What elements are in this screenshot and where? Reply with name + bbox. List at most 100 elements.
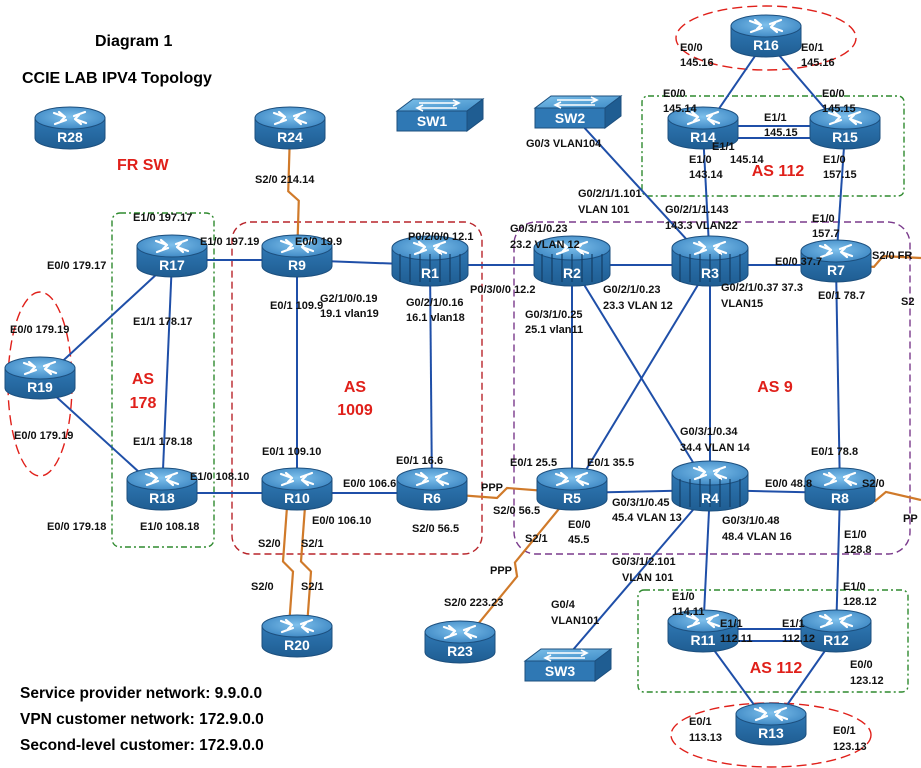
- router-r6-icon[interactable]: R6: [396, 467, 468, 511]
- router-r12-icon[interactable]: R12: [800, 609, 872, 653]
- router-arrows-icon: [442, 624, 478, 640]
- router-r17-icon[interactable]: R17: [136, 234, 208, 278]
- interface-label-r4-g48a: G0/3/1/0.48: [722, 515, 780, 527]
- interface-label-r6-e00: E0/0 106.6: [343, 478, 396, 490]
- interface-label-r2-g03a: G0/3/1/0.23: [510, 223, 568, 235]
- link-r10-r20-b: [281, 492, 295, 641]
- r16-ellipse: [675, 5, 857, 71]
- router-r9-icon[interactable]: R9: [261, 234, 333, 278]
- link-r1-r6: [429, 264, 433, 494]
- router-r10-icon[interactable]: R10: [261, 467, 333, 511]
- interface-label-r12-e10b: 128.12: [843, 596, 877, 608]
- router-arrows-icon: [272, 110, 308, 126]
- interface-label-r14-e00b: 145.14: [663, 103, 698, 115]
- router-r1-icon[interactable]: R1: [391, 235, 469, 287]
- interface-label-r8-pp: PP: [903, 513, 918, 525]
- router-r15-icon[interactable]: R15: [809, 106, 881, 150]
- router-r20-icon[interactable]: R20: [261, 614, 333, 658]
- interface-label-r13-e01a: E0/1: [833, 725, 856, 737]
- device-label-r7: R7: [827, 262, 845, 278]
- router-r24-icon[interactable]: R24: [254, 106, 326, 150]
- as112-bottom-zone: [637, 589, 909, 693]
- interface-label-ppp2: PPP: [490, 565, 512, 577]
- interface-label-r8-e10a: E1/0: [844, 529, 867, 541]
- router-r14-icon[interactable]: R14: [667, 106, 739, 150]
- router-arrows-icon: [154, 238, 190, 254]
- interface-label-r12-e00a: E0/0: [850, 659, 873, 671]
- router-arrows-icon: [692, 465, 728, 481]
- router-r16-icon[interactable]: R16: [730, 14, 802, 58]
- interface-label-r9-e01: E0/1 109.9: [270, 300, 323, 312]
- interface-label-r4-g45a: G0/3/1/0.45: [612, 497, 670, 509]
- router-r5-icon[interactable]: R5: [536, 467, 608, 511]
- interface-label-r11-e01b: 113.13: [689, 732, 722, 744]
- device-label-r5: R5: [563, 490, 581, 506]
- interface-label-sw2-g03: G0/3 VLAN104: [526, 138, 602, 150]
- interface-label-r12-e10a: E1/0: [843, 581, 866, 593]
- device-label-r28: R28: [57, 129, 83, 145]
- interface-label-r5-s21: S2/1: [525, 533, 548, 545]
- as-178-label: AS: [132, 371, 155, 388]
- device-label-r4: R4: [701, 490, 719, 506]
- interface-label-r14-e11b: 145.14: [730, 154, 765, 166]
- interface-label-r2-g25b: 25.1 vlan11: [525, 324, 583, 336]
- switch-arrows-icon: [415, 99, 461, 112]
- interface-label-r20-s21: S2/1: [301, 581, 324, 593]
- interface-label-r7-e01: E0/1 78.7: [818, 290, 865, 302]
- interface-label-r12-e00b: 123.12: [850, 675, 884, 687]
- as178-zone: [111, 212, 215, 548]
- device-label-r13: R13: [758, 725, 784, 741]
- device-label-r17: R17: [159, 257, 185, 273]
- interface-label-r17-e00: E0/0 179.17: [47, 260, 106, 272]
- interface-label-r18-e10: E1/0 108.18: [140, 521, 199, 533]
- switch-arrows-icon: [543, 649, 589, 662]
- interface-label-r16-e01b: 145.16: [801, 57, 835, 69]
- router-r4-icon[interactable]: R4: [671, 460, 749, 512]
- interface-label-r9-g2a: G2/1/0/0.19: [320, 293, 378, 305]
- router-r19-icon[interactable]: R19: [4, 356, 76, 400]
- as-112top-label: AS 112: [752, 163, 805, 180]
- link-r3-r5: [571, 264, 711, 494]
- device-label-r20: R20: [284, 637, 310, 653]
- link-r17-r18: [161, 259, 173, 494]
- interface-label-r11-e10a: E1/0: [672, 591, 695, 603]
- device-label-r1: R1: [421, 265, 439, 281]
- router-r18-icon[interactable]: R18: [126, 467, 198, 511]
- device-label-r19: R19: [27, 379, 53, 395]
- device-label-r2: R2: [563, 265, 581, 281]
- device-label-sw3: SW3: [545, 663, 576, 679]
- device-label-r18: R18: [149, 490, 175, 506]
- interface-label-r10-s21: S2/1: [301, 538, 324, 550]
- switch-sw2-icon[interactable]: SW2: [533, 95, 623, 129]
- router-arrows-icon: [748, 18, 784, 34]
- router-r11-icon[interactable]: R11: [667, 609, 739, 653]
- interface-label-ppp1: PPP: [481, 482, 503, 494]
- interface-label-r18-e00: E0/0 179.18: [47, 521, 106, 533]
- router-r3-icon[interactable]: R3: [671, 235, 749, 287]
- device-label-sw2: SW2: [555, 110, 586, 126]
- link-r24-r9: [287, 131, 300, 261]
- interface-label-r5-e01b: E0/1 35.5: [587, 457, 634, 469]
- device-label-r15: R15: [832, 129, 858, 145]
- router-r7-icon[interactable]: R7: [800, 239, 872, 283]
- router-r28-icon[interactable]: R28: [34, 106, 106, 150]
- interface-label-r5-e01a: E0/1 25.5: [510, 457, 557, 469]
- switch-sw3-icon[interactable]: SW3: [523, 648, 613, 682]
- switch-arrows-icon: [553, 96, 599, 109]
- interface-label-r6-s20: S2/0 56.5: [412, 523, 459, 535]
- router-r13-icon[interactable]: R13: [735, 702, 807, 746]
- router-arrows-icon: [279, 618, 315, 634]
- switch-sw1-icon[interactable]: SW1: [395, 98, 485, 132]
- interface-label-r9-e00: E0/0 19.9: [295, 236, 342, 248]
- interface-label-r2-g25a: G0/3/1/0.25: [525, 309, 583, 321]
- router-r23-icon[interactable]: R23: [424, 620, 496, 664]
- interface-label-r15-e00b: 145.15: [822, 103, 856, 115]
- router-r8-icon[interactable]: R8: [804, 467, 876, 511]
- interface-label-r9-g2b: 19.1 vlan19: [320, 308, 379, 320]
- fr-sw-label: FR SW: [117, 157, 169, 174]
- router-r2-icon[interactable]: R2: [533, 235, 611, 287]
- interface-label-r12-e11a: E1/1: [782, 618, 805, 630]
- interface-label-r23-s20: S2/0 223.23: [444, 597, 503, 609]
